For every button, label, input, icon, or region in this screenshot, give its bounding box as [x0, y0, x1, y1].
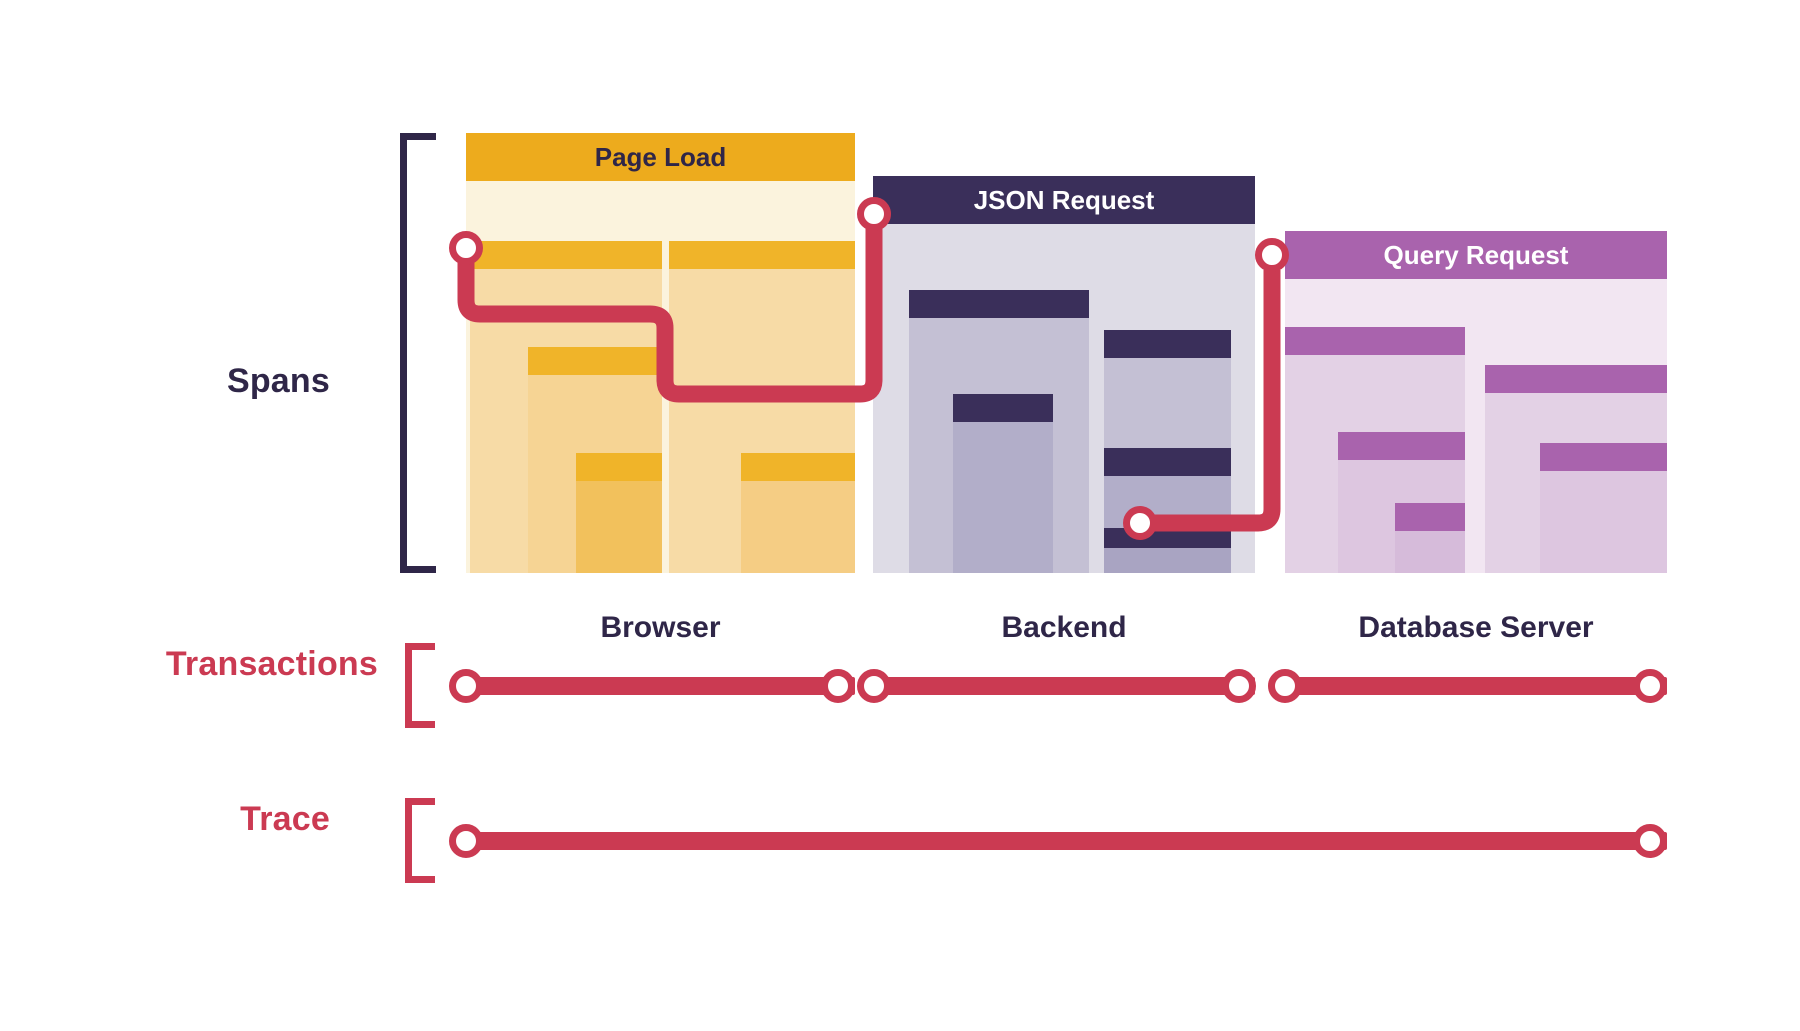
transaction-node-browser-start[interactable] [449, 669, 483, 703]
browser-child-span-3[interactable] [576, 453, 662, 573]
span-fill [1540, 471, 1667, 573]
span-cap [1285, 327, 1465, 355]
connector-node-browser-start[interactable] [449, 231, 483, 265]
span-fill [741, 481, 855, 573]
connector-node-database-start[interactable] [1255, 238, 1289, 272]
transaction-rail-database[interactable] [1285, 677, 1667, 695]
span-cap [953, 394, 1053, 422]
trace-rail-full[interactable] [466, 832, 1667, 850]
span-cap [741, 453, 855, 481]
service-block-backend: JSON Request [873, 176, 1255, 573]
connector-node-backend-start[interactable] [857, 197, 891, 231]
service-label-backend: Backend [1001, 611, 1127, 644]
row-label-transactions: Transactions [165, 645, 378, 683]
span-cap [528, 347, 662, 375]
span-cap [1104, 528, 1231, 548]
transaction-node-backend-end[interactable] [1222, 669, 1256, 703]
span-cap [1104, 330, 1231, 358]
backend-child-span-2[interactable] [953, 394, 1053, 573]
database-child-span-5[interactable] [1540, 443, 1667, 573]
service-block-browser: Page Load [466, 133, 855, 573]
bracket-trace [405, 798, 435, 883]
bracket-spans [400, 133, 436, 573]
span-cap [909, 290, 1089, 318]
trace-node-end[interactable] [1633, 824, 1667, 858]
trace-node-start[interactable] [449, 824, 483, 858]
transaction-node-backend-start[interactable] [857, 669, 891, 703]
connector-node-backend-exit[interactable] [1123, 506, 1157, 540]
span-cap [1395, 503, 1465, 531]
span-cap [1485, 365, 1667, 393]
transaction-rail-backend[interactable] [873, 677, 1255, 695]
database-child-span-3[interactable] [1395, 503, 1465, 573]
service-label-browser: Browser [600, 611, 721, 644]
span-fill [1395, 531, 1465, 573]
transaction-node-browser-end[interactable] [821, 669, 855, 703]
span-cap [576, 453, 662, 481]
backend-child-span-5[interactable] [1104, 528, 1231, 573]
bracket-transactions [405, 643, 435, 728]
service-label-database: Database Server [1358, 611, 1594, 644]
browser-child-span-5[interactable] [741, 453, 855, 573]
row-label-trace: Trace [240, 800, 330, 838]
span-fill [953, 422, 1053, 573]
span-fill [1104, 548, 1231, 573]
service-block-database: Query Request [1285, 231, 1667, 573]
span-cap [1104, 448, 1231, 476]
span-cap [1338, 432, 1465, 460]
backend-root-span-header[interactable]: JSON Request [873, 176, 1255, 224]
span-cap [470, 241, 662, 269]
database-root-span-header[interactable]: Query Request [1285, 231, 1667, 279]
browser-root-span-header[interactable]: Page Load [466, 133, 855, 181]
transaction-node-database-end[interactable] [1633, 669, 1667, 703]
span-fill [576, 481, 662, 573]
transaction-node-database-start[interactable] [1268, 669, 1302, 703]
transaction-rail-browser[interactable] [466, 677, 855, 695]
span-cap [669, 241, 855, 269]
row-label-spans: Spans [226, 362, 330, 400]
span-cap [1540, 443, 1667, 471]
